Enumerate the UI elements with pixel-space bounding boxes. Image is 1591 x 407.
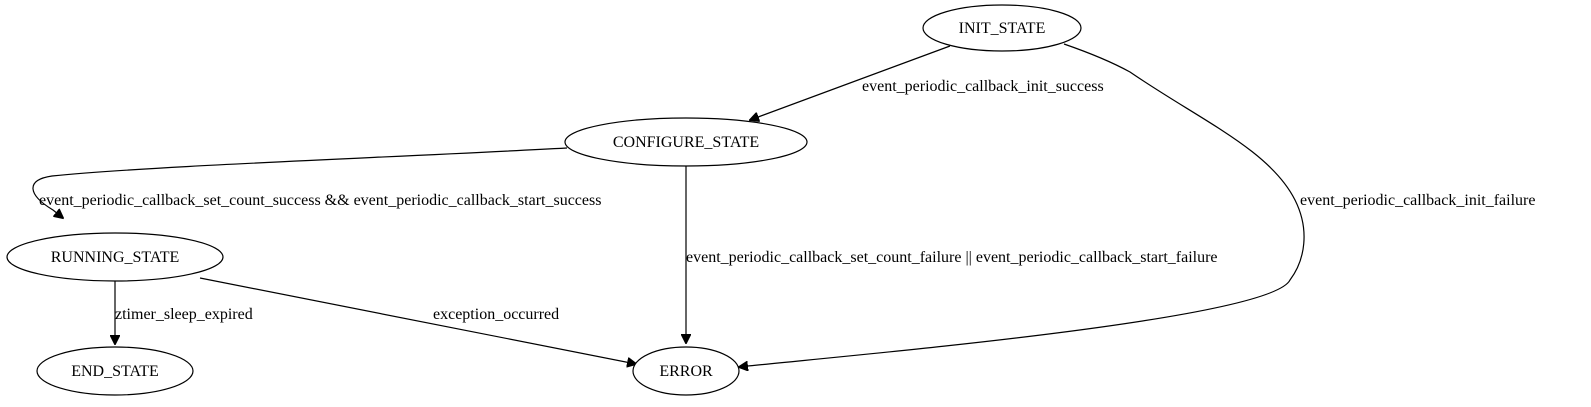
edge-label: event_periodic_callback_set_count_succes… <box>39 192 601 209</box>
edge-label: event_periodic_callback_init_success <box>862 78 1104 95</box>
node-init-state: INIT_STATE <box>922 4 1082 52</box>
edge-init-to-error: event_periodic_callback_init_failure <box>739 43 1535 367</box>
edge-line <box>750 45 951 120</box>
node-error: ERROR <box>632 346 740 396</box>
edge-init-to-configure: event_periodic_callback_init_success <box>750 45 1104 120</box>
edge-label: exception_occurred <box>433 306 559 323</box>
node-ellipse <box>564 117 808 167</box>
node-ellipse <box>632 346 740 396</box>
edge-configure-to-running: event_periodic_callback_set_count_succes… <box>32 147 601 218</box>
edge-configure-to-error: event_periodic_callback_set_count_failur… <box>686 166 1218 343</box>
node-ellipse <box>6 232 224 282</box>
node-configure-state: CONFIGURE_STATE <box>564 117 808 167</box>
edge-line <box>739 43 1305 367</box>
node-label: RUNNING_STATE <box>51 249 180 266</box>
node-label: CONFIGURE_STATE <box>613 134 759 151</box>
edge-running-to-end: ztimer_sleep_expired <box>115 281 253 344</box>
edge-label: event_periodic_callback_set_count_failur… <box>686 249 1218 266</box>
node-ellipse <box>36 346 194 396</box>
node-end-state: END_STATE <box>36 346 194 396</box>
edge-label: ztimer_sleep_expired <box>115 306 253 323</box>
edge-running-to-error: exception_occurred <box>199 277 636 364</box>
node-running-state: RUNNING_STATE <box>6 232 224 282</box>
node-label: END_STATE <box>71 363 159 380</box>
edge-line <box>199 277 636 364</box>
edge-line <box>32 147 568 218</box>
node-ellipse <box>922 4 1082 52</box>
edge-label: event_periodic_callback_init_failure <box>1300 192 1535 209</box>
node-label: INIT_STATE <box>959 20 1046 37</box>
node-label: ERROR <box>659 363 713 380</box>
